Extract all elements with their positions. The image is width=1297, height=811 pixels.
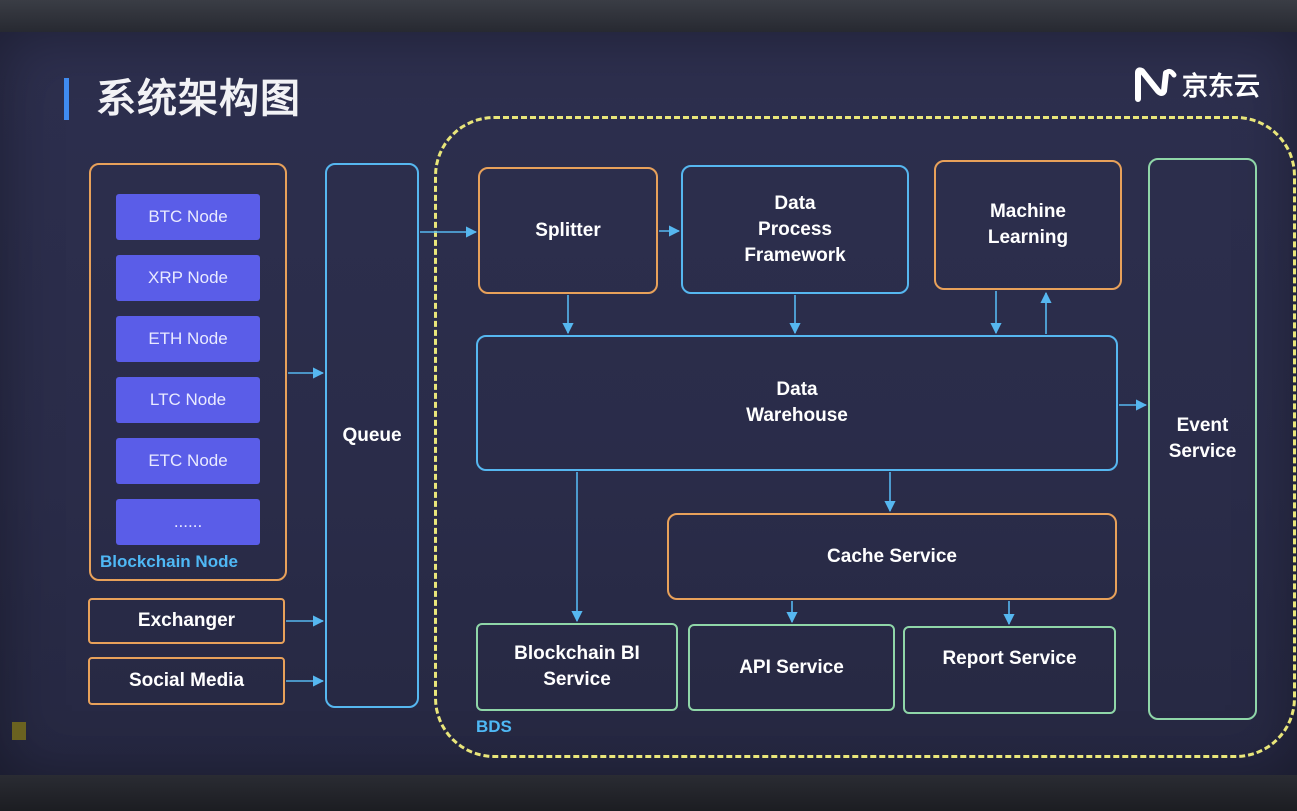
jd-cloud-logo-icon xyxy=(1135,67,1177,102)
xrp-node: XRP Node xyxy=(116,255,260,301)
machine-learning-box: Machine Learning xyxy=(934,160,1122,290)
event-service-box: Event Service xyxy=(1148,158,1257,720)
report-service-box: Report Service xyxy=(903,626,1116,714)
machine-learning-line1: Machine xyxy=(989,201,1067,222)
event-service-line1: Event xyxy=(1176,415,1229,436)
exchanger-box: Exchanger xyxy=(88,598,285,644)
machine-learning-line2: Learning xyxy=(987,227,1069,248)
corner-marker xyxy=(12,722,26,740)
blockchain-bi-service-box: Blockchain BI Service xyxy=(476,623,678,711)
eth-node: ETH Node xyxy=(116,316,260,362)
blockchain-node-group xyxy=(89,163,287,581)
splitter-box: Splitter xyxy=(478,167,658,294)
etc-node: ETC Node xyxy=(116,438,260,484)
data-warehouse-box: Data Warehouse xyxy=(476,335,1118,471)
cache-service-box: Cache Service xyxy=(667,513,1117,600)
data-warehouse-line1: Data xyxy=(776,379,818,400)
blockchain-node-label: Blockchain Node xyxy=(100,552,238,571)
data-warehouse-line2: Warehouse xyxy=(746,405,848,426)
data-process-line1: Data xyxy=(774,192,816,214)
bds-label: BDS xyxy=(476,717,512,736)
ltc-node: LTC Node xyxy=(116,377,260,423)
data-process-line3: Framework xyxy=(744,244,846,266)
data-process-line2: Process xyxy=(758,218,832,240)
social-media-box: Social Media xyxy=(88,657,285,705)
blockchain-bi-line2: Service xyxy=(543,669,611,690)
blockchain-bi-line1: Blockchain BI xyxy=(514,643,640,664)
screen-top-frame xyxy=(0,0,1297,34)
btc-node: BTC Node xyxy=(116,194,260,240)
data-process-framework-box: Data Process Framework xyxy=(681,165,909,294)
screen-bottom-frame xyxy=(0,775,1297,811)
more-nodes: ...... xyxy=(116,499,260,545)
api-service-box: API Service xyxy=(688,624,895,711)
bds-container xyxy=(434,116,1296,758)
event-service-line2: Service xyxy=(1168,441,1237,462)
title-accent-bar xyxy=(64,78,69,120)
logo-text: 京东云 xyxy=(1182,71,1261,102)
queue-box: Queue xyxy=(325,163,419,708)
slide-title: 系统架构图 xyxy=(96,76,301,122)
jd-cloud-logo: 京东云 xyxy=(1132,64,1277,104)
